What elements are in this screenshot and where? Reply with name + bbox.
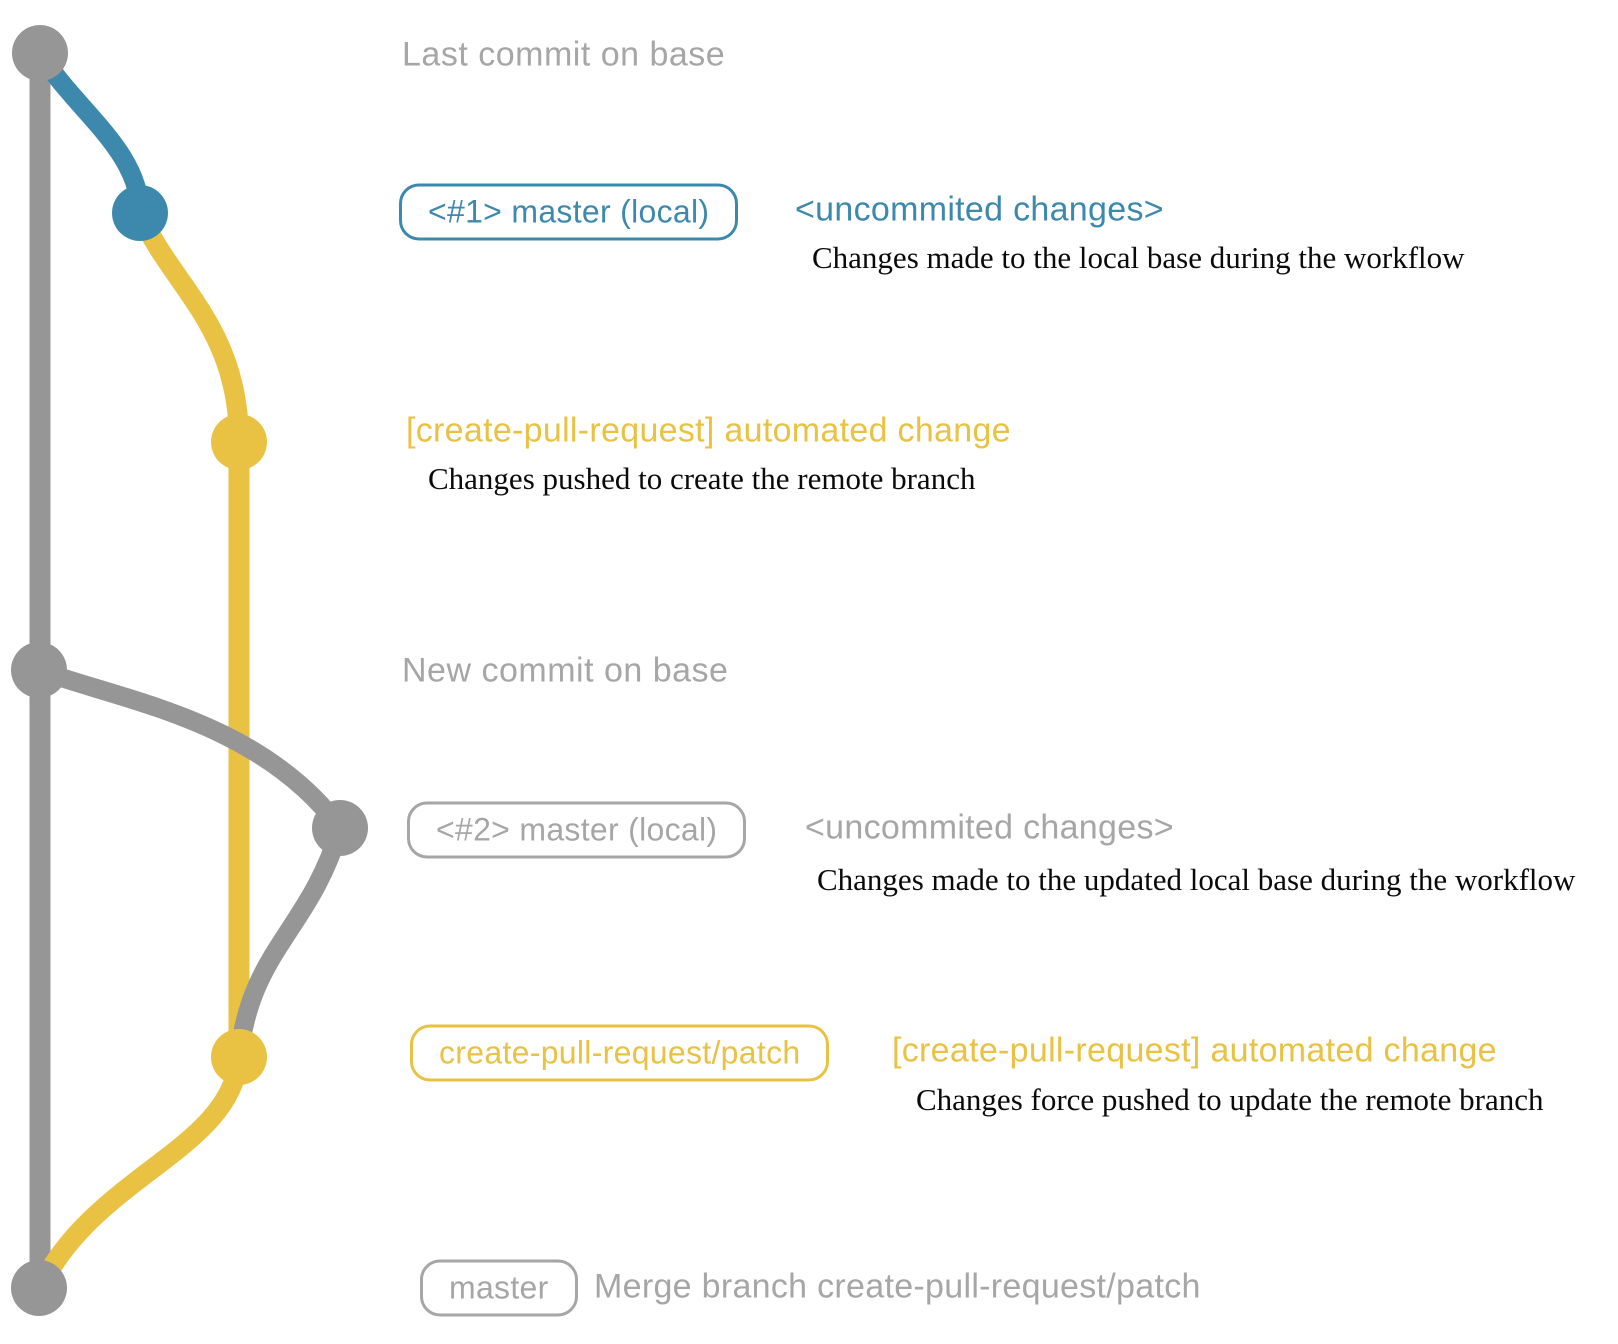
branch-ref-local-master-2: <#2> master (local) (407, 801, 747, 859)
commit-message-remote-patch-1: [create-pull-request] automated change (406, 411, 1011, 450)
description-remote-patch-1: Changes pushed to create the remote bran… (428, 461, 976, 496)
local2-branch-curve-in (229, 825, 350, 1058)
patch-branch-curve-from-local1 (130, 209, 249, 443)
label-last-commit-on-base: Last commit on base (402, 35, 726, 74)
commit-node-merge (11, 1260, 67, 1316)
description-local-master-1: Changes made to the local base during th… (812, 240, 1465, 275)
description-remote-patch-2: Changes force pushed to update the remot… (916, 1082, 1544, 1117)
commit-node-last-base (12, 25, 68, 81)
commit-message-merge: Merge branch create-pull-request/patch (594, 1267, 1201, 1306)
commit-node-new-base (11, 642, 67, 698)
commit-node-remote-patch-2 (211, 1029, 267, 1085)
branch-ref-patch: create-pull-request/patch (410, 1024, 830, 1082)
commit-message-local-master-1: <uncommited changes> (795, 190, 1164, 229)
branch-ref-master: master (420, 1259, 578, 1317)
branch-ref-local-master-1: <#1> master (local) (399, 183, 739, 241)
commit-node-local-master-2 (312, 800, 368, 856)
commit-message-remote-patch-2: [create-pull-request] automated change (892, 1031, 1497, 1070)
commit-node-local-master-1 (112, 185, 168, 241)
patch-branch-merge-curve (31, 1055, 249, 1293)
commit-message-local-master-2: <uncommited changes> (805, 808, 1174, 847)
local1-branch-curve (31, 47, 150, 214)
description-local-master-2: Changes made to the updated local base d… (817, 862, 1576, 897)
local2-branch-curve-out (35, 661, 348, 834)
label-new-commit-on-base: New commit on base (402, 651, 729, 690)
commit-node-remote-patch-1 (211, 414, 267, 470)
